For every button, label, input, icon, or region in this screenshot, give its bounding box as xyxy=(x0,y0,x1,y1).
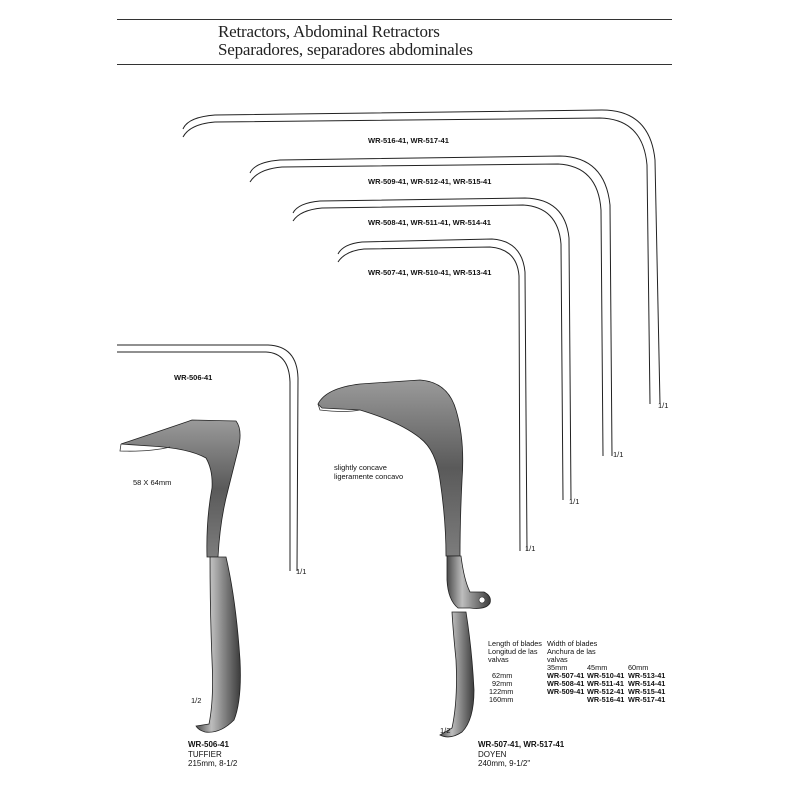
page-title-english: Retractors, Abdominal Retractors xyxy=(218,22,440,41)
length-160mm: 160mm xyxy=(489,695,514,704)
doyen-name: DOYEN xyxy=(478,749,507,759)
spec-cell: WR-509-41 xyxy=(547,687,585,696)
spec-cell: WR-508-41 xyxy=(547,679,585,688)
width-header-1: Width of blades xyxy=(547,639,598,648)
tuffier-retractor-image xyxy=(119,419,241,733)
spec-cell: WR-517-41 xyxy=(628,695,666,704)
spec-cell: WR-516-41 xyxy=(587,695,625,704)
blade-spec-table: Length of blades Longitud de las valvas … xyxy=(488,639,678,710)
spec-cell: WR-511-41 xyxy=(587,679,624,688)
top-rule xyxy=(117,19,672,20)
width-header-2: Anchura de las xyxy=(547,647,596,656)
length-header-3: valvas xyxy=(488,655,509,664)
width-35mm: 35mm xyxy=(547,663,568,672)
spec-cell: WR-515-41 xyxy=(628,687,666,696)
outline-label-second: WR-509-41, WR-512-41, WR-515-41 xyxy=(368,177,492,186)
spec-cell: WR-510-41 xyxy=(587,671,625,680)
length-122mm: 122mm xyxy=(489,687,514,696)
spec-cell: WR-514-41 xyxy=(628,679,666,688)
length-header-1: Length of blades xyxy=(488,639,542,648)
width-header-3: valvas xyxy=(547,655,568,664)
scale-label-tuffier-outline: 1/1 xyxy=(296,567,307,576)
doyen-note-spanish: ligeramente concavo xyxy=(334,472,404,481)
doyen-scale-label: 1/2 xyxy=(440,726,451,735)
length-header-2: Longitud de las xyxy=(488,647,538,656)
length-92mm: 92mm xyxy=(492,679,513,688)
scale-label-smallest: 1/1 xyxy=(525,544,536,553)
tuffier-dimension: 58 X 64mm xyxy=(133,478,172,487)
scale-label-second: 1/1 xyxy=(613,450,624,459)
doyen-concave-note: slightly concave ligeramente concavo xyxy=(334,463,403,481)
outline-label-smallest: WR-507-41, WR-510-41, WR-513-41 xyxy=(368,268,492,277)
page-title-spanish: Separadores, separadores abdominales xyxy=(218,40,473,59)
doyen-code: WR-507-41, WR-517-41 xyxy=(478,740,565,749)
spec-cell: WR-512-41 xyxy=(587,687,625,696)
header-bottom-rule xyxy=(117,64,672,65)
outline-blade-92mm xyxy=(292,197,572,501)
width-45mm: 45mm xyxy=(587,663,608,672)
doyen-retractor-image xyxy=(317,379,491,738)
outline-blade-122mm xyxy=(249,155,613,457)
scale-label-third: 1/1 xyxy=(569,497,580,506)
tuffier-name: TUFFIER xyxy=(188,749,222,759)
outline-label-largest: WR-516-41, WR-517-41 xyxy=(368,136,449,145)
tuffier-caption: WR-506-41 TUFFIER 215mm, 8-1/2 xyxy=(188,740,237,769)
tuffier-size: 215mm, 8-1/2 xyxy=(188,759,238,768)
doyen-note-english: slightly concave xyxy=(334,463,387,472)
scale-label-largest: 1/1 xyxy=(658,401,669,410)
outline-blade-62mm xyxy=(337,238,528,552)
doyen-size: 240mm, 9-1/2" xyxy=(478,759,531,768)
tuffier-scale-label: 1/2 xyxy=(191,696,202,705)
doyen-caption: WR-507-41, WR-517-41 DOYEN 240mm, 9-1/2" xyxy=(478,740,564,769)
tuffier-code: WR-506-41 xyxy=(188,740,229,749)
spec-cell: WR-513-41 xyxy=(628,671,666,680)
outline-blade-160mm xyxy=(182,109,661,405)
spec-cell: WR-507-41 xyxy=(547,671,585,680)
outline-blade-tuffier xyxy=(117,344,299,572)
outline-label-tuffier: WR-506-41 xyxy=(174,373,213,382)
width-60mm: 60mm xyxy=(628,663,649,672)
length-62mm: 62mm xyxy=(492,671,513,680)
outline-label-third: WR-508-41, WR-511-41, WR-514-41 xyxy=(368,218,491,227)
